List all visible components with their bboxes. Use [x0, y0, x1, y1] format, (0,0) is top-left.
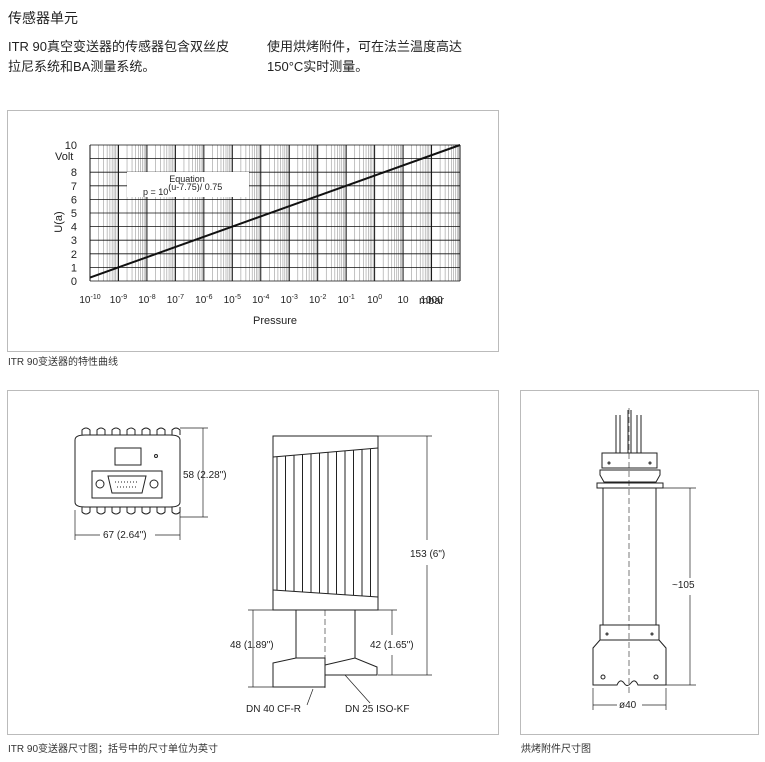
- connector-bump: [111, 507, 121, 515]
- x-axis-label: Pressure: [253, 315, 297, 327]
- transmitter-side-view: [272, 435, 379, 690]
- bakeout-caption: 烘烤附件尺寸图: [521, 744, 591, 755]
- connector-bump: [126, 507, 136, 515]
- x-tick-label: 10-4: [252, 294, 269, 306]
- connector-bump: [141, 507, 151, 515]
- connector-bump: [171, 427, 181, 435]
- paragraph-1-line-1: ITR 90真空变送器的传感器包含双丝皮: [8, 39, 230, 54]
- section-heading: 传感器单元: [8, 10, 78, 26]
- paragraph-2: 使用烘烤附件，可在法兰温度高达 150°C实时测量。: [267, 37, 462, 77]
- connector-bump: [126, 427, 136, 435]
- y-tick-label: 8: [71, 167, 77, 179]
- dimension-drawing-panel: [7, 390, 499, 735]
- connector-bump: [96, 427, 106, 435]
- paragraph-1-line-2: 拉尼系统和BA测量系统。: [8, 59, 156, 74]
- equation-title: Equation: [169, 174, 205, 184]
- connector-bump: [96, 507, 106, 515]
- connector-bump: [111, 427, 121, 435]
- y-tick-label: 6: [71, 194, 77, 206]
- connector-bump: [81, 427, 91, 435]
- x-tick-label: 10-5: [224, 294, 241, 306]
- x-tick-label: 10-7: [167, 294, 184, 306]
- x-tick-label: 10-1: [337, 294, 354, 306]
- chart-caption: ITR 90变送器的特性曲线: [8, 357, 119, 368]
- y-tick-label: 3: [71, 235, 77, 247]
- dim-kf-label: 42 (1.65"): [370, 640, 414, 651]
- y-tick-label: 4: [71, 222, 77, 234]
- chart-grid: [89, 144, 461, 282]
- equation-formula: p = 10(u-7.75)/ 0.75: [143, 182, 222, 197]
- connector-bump: [171, 507, 181, 515]
- x-tick-labels: 10-10 10-9 10-8 10-7 10-6 10-5 10-4 10-3 10-2 10-…: [79, 294, 443, 306]
- series-line-voltage: [89, 144, 461, 279]
- y-unit-label: Volt: [55, 151, 73, 163]
- equation-base: p = 10: [143, 187, 168, 197]
- equation-exponent: (u-7.75)/ 0.75: [168, 182, 222, 192]
- connector-bump: [81, 507, 91, 515]
- y-tick-label: 1: [71, 262, 77, 274]
- bakeout-drawing: [592, 408, 696, 710]
- paragraph-2-line-2: 150°C实时测量。: [267, 59, 369, 74]
- x-tick-label: 10-2: [309, 294, 326, 306]
- x-tick-label: 10-9: [110, 294, 127, 306]
- connector-bump: [156, 427, 166, 435]
- paragraph-2-line-1: 使用烘烤附件，可在法兰温度高达: [267, 39, 463, 54]
- paragraph-1: ITR 90真空变送器的传感器包含双丝皮 拉尼系统和BA测量系统。: [8, 37, 229, 77]
- x-tick-label: 10-8: [138, 294, 155, 306]
- y-tick-label: 5: [71, 208, 77, 220]
- x-tick-label: 1000: [420, 295, 443, 306]
- y-tick-label: 7: [71, 181, 77, 193]
- x-tick-label: 100: [367, 294, 382, 306]
- dimension-caption: ITR 90变送器尺寸图；括号中的尺寸单位为英寸: [8, 744, 219, 755]
- dim-cf-label: 48 (1.89"): [230, 640, 274, 651]
- label-kf-flange: DN 25 ISO-KF: [345, 704, 409, 715]
- connector-bump: [141, 427, 151, 435]
- y-tick-labels: 0 12 34 5 67 8 10: [65, 140, 77, 288]
- y-tick-label: 10: [65, 140, 77, 152]
- x-unit-label: mbar: [419, 295, 444, 307]
- connector-front-view: [74, 427, 181, 515]
- y-tick-label: 0: [71, 276, 77, 288]
- x-tick-label: 10: [398, 295, 410, 306]
- dim-total-label: 153 (6"): [410, 549, 445, 560]
- x-tick-label: 10-6: [195, 294, 212, 306]
- connector-bump: [156, 507, 166, 515]
- dim-height-label: 58 (2.28"): [183, 470, 227, 481]
- y-axis-label: U(a): [53, 211, 65, 232]
- dim-diameter-label: ø40: [619, 700, 637, 711]
- bakeout-panel: [520, 390, 759, 735]
- x-tick-label: 10-3: [281, 294, 298, 306]
- equation-box: [127, 172, 249, 197]
- y-tick-label: 2: [71, 249, 77, 261]
- dim-length-label: ~105: [672, 580, 695, 591]
- x-tick-label: 10-10: [79, 294, 100, 306]
- label-cf-flange: DN 40 CF-R: [246, 704, 301, 715]
- dim-width-label: 67 (2.64"): [103, 530, 147, 541]
- chart-panel: [7, 110, 499, 352]
